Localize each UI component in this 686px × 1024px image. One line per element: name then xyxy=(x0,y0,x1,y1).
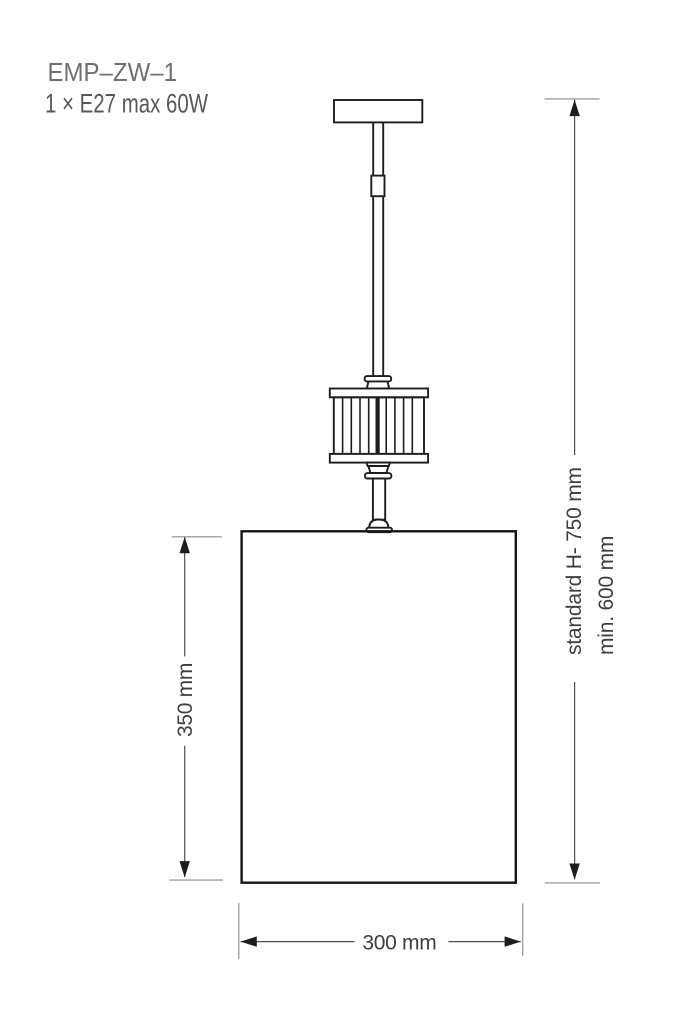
svg-text:min. 600 mm: min. 600 mm xyxy=(595,536,618,655)
svg-text:standard H- 750 mm: standard H- 750 mm xyxy=(563,467,586,655)
svg-text:300 mm: 300 mm xyxy=(362,931,436,954)
svg-text:EMP–ZW–1: EMP–ZW–1 xyxy=(48,57,178,87)
svg-text:350 mm: 350 mm xyxy=(174,663,197,737)
svg-text:1 × E27 max 60W: 1 × E27 max 60W xyxy=(45,89,208,119)
